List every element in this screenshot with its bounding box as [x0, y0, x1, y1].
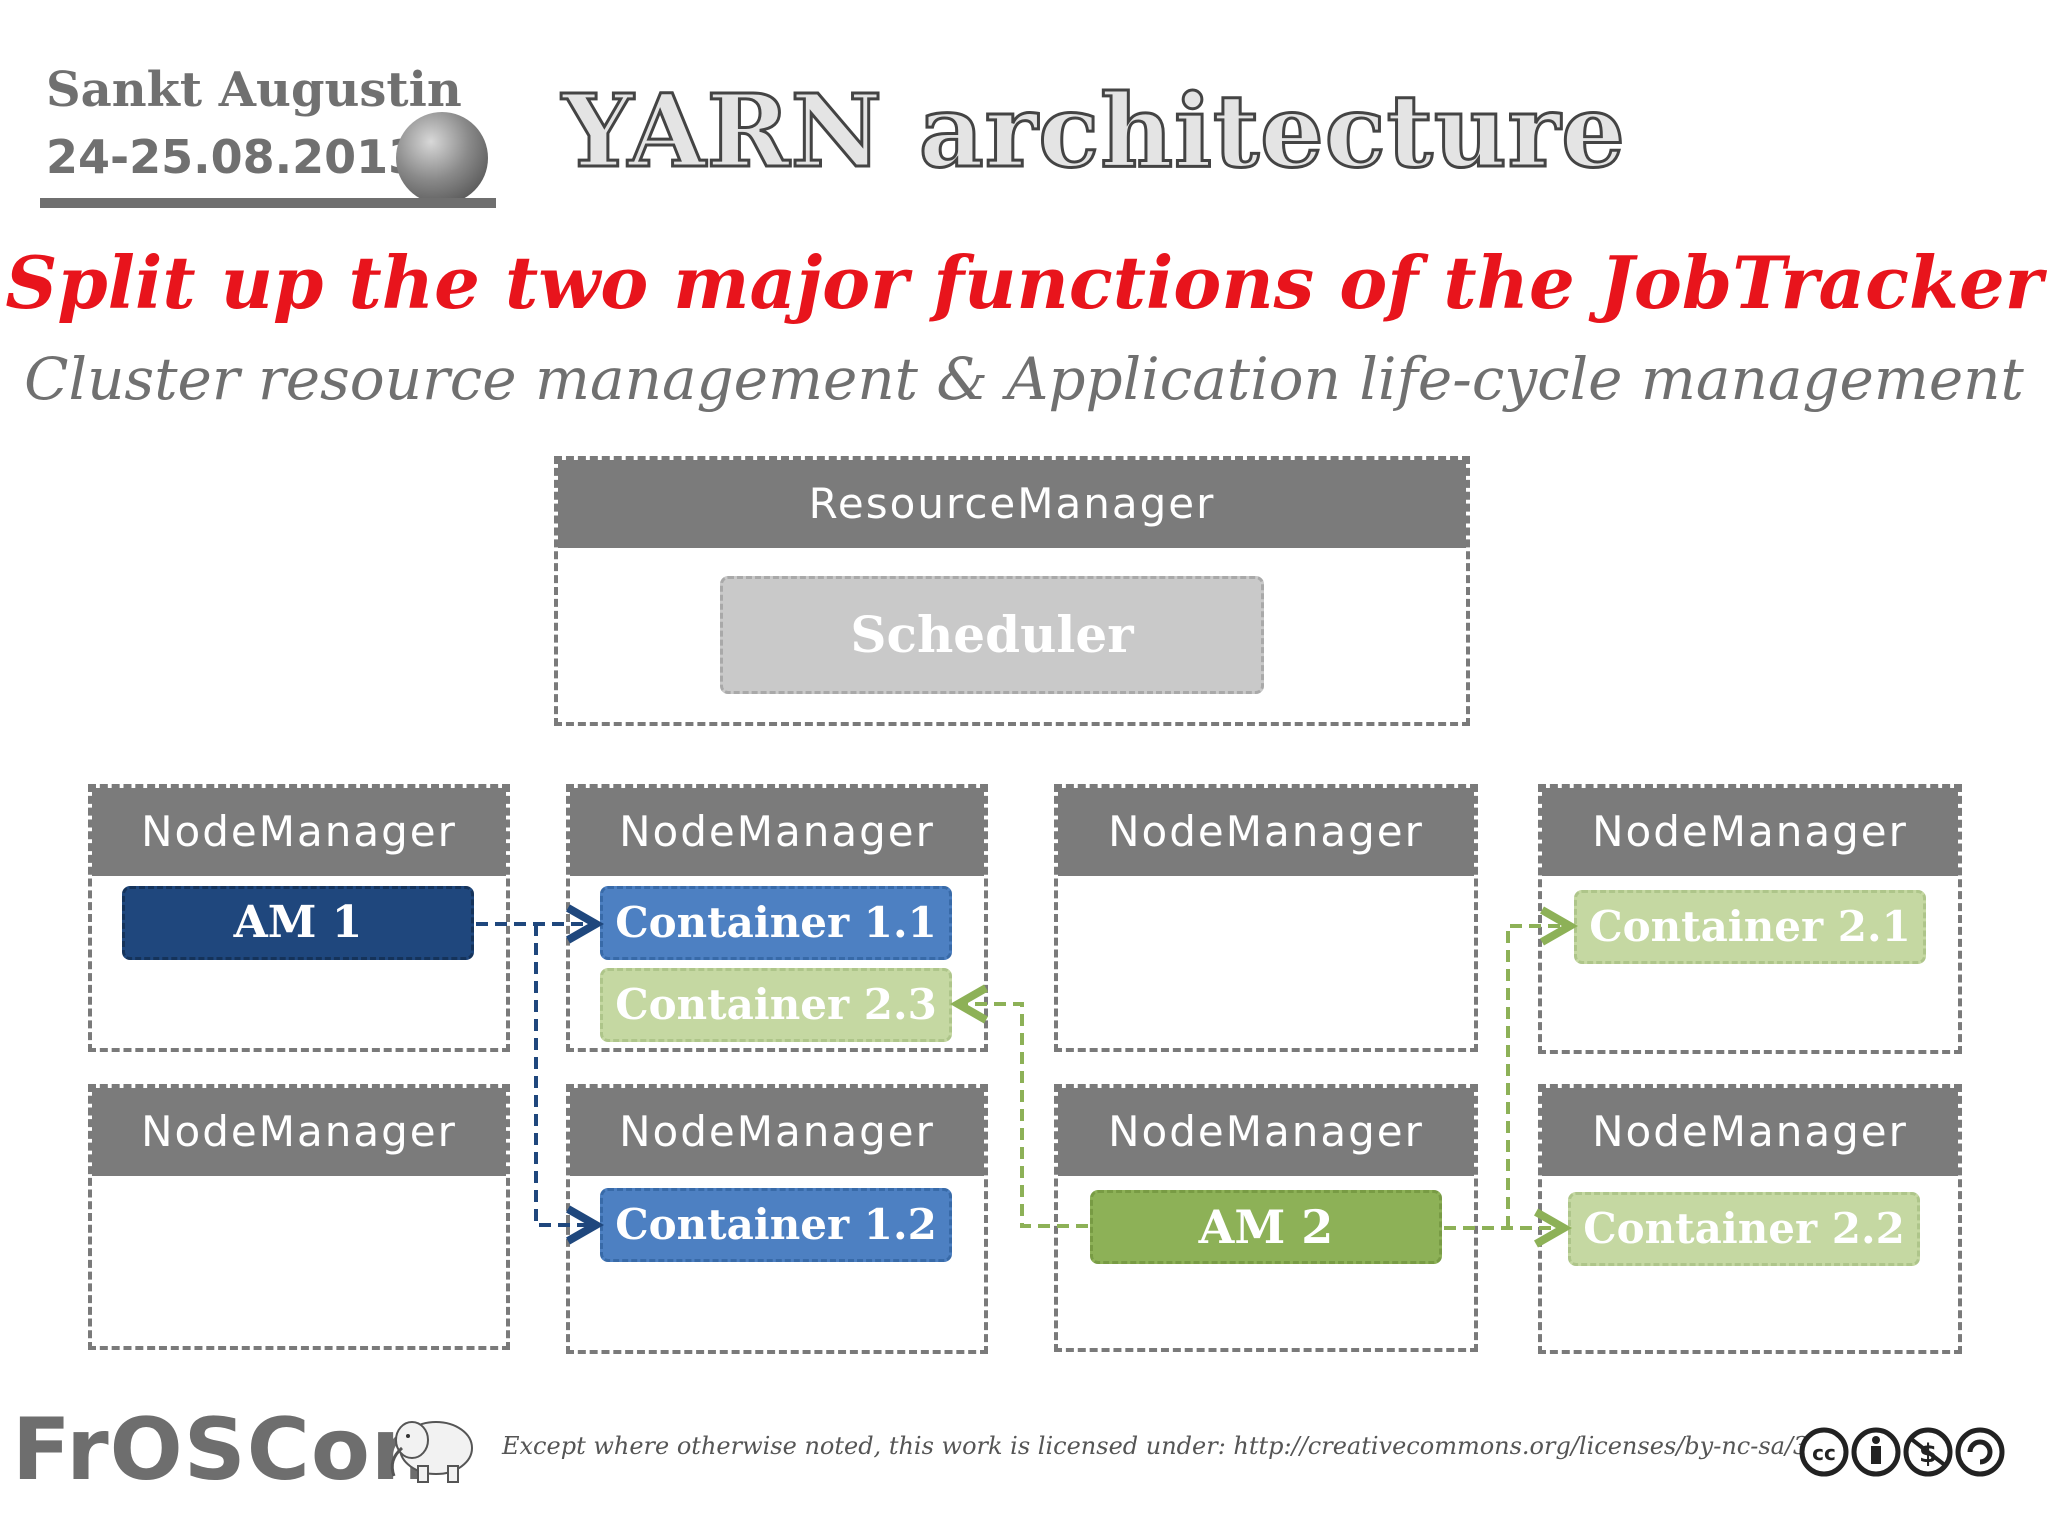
container-1-2: Container 1.2 — [600, 1188, 952, 1262]
node-manager-label: NodeManager — [570, 1088, 984, 1176]
application-master-1: AM 1 — [122, 886, 474, 960]
node-manager-label: NodeManager — [570, 788, 984, 876]
event-date: 24-25.08.2013 — [46, 130, 421, 184]
subtitle-functions: Cluster resource management & Applicatio… — [24, 345, 2024, 413]
creative-commons-icons: cc $ — [1799, 1427, 2005, 1477]
globe-frog-icon — [396, 112, 488, 204]
node-manager-label: NodeManager — [92, 1088, 506, 1176]
cc-icon: cc — [1799, 1427, 1849, 1477]
subtitle: Split up the two major functions of the … — [5, 240, 2043, 325]
node-manager-box: NodeManager — [88, 1084, 510, 1350]
container-2-2: Container 2.2 — [1568, 1192, 1920, 1266]
header-divider — [40, 198, 496, 208]
node-manager-box: NodeManager — [1054, 784, 1478, 1052]
application-master-2: AM 2 — [1090, 1190, 1442, 1264]
nc-icon: $ — [1903, 1427, 1953, 1477]
node-manager-label: NodeManager — [1542, 1088, 1958, 1176]
page-title: YARN architecture — [561, 71, 1627, 192]
scheduler-box: Scheduler — [720, 576, 1264, 694]
froscon-logo: FrOSCon — [12, 1400, 434, 1500]
hadoop-elephant-icon — [390, 1421, 473, 1483]
event-place: Sankt Augustin — [46, 62, 462, 118]
arrow-am2-container-2-1 — [1506, 926, 1570, 1228]
license-text: Except where otherwise noted, this work … — [502, 1432, 1840, 1460]
svg-text:cc: cc — [1812, 1441, 1836, 1465]
container-2-3: Container 2.3 — [600, 968, 952, 1042]
arrow-am1-container-1-2 — [534, 924, 596, 1225]
node-manager-box: NodeManager — [1538, 784, 1962, 1054]
node-manager-label: NodeManager — [1058, 1088, 1474, 1176]
sa-icon — [1955, 1427, 2005, 1477]
node-manager-label: NodeManager — [92, 788, 506, 876]
by-icon — [1851, 1427, 1901, 1477]
container-1-1: Container 1.1 — [600, 886, 952, 960]
node-manager-label: NodeManager — [1542, 788, 1958, 876]
resource-manager-label: ResourceManager — [558, 460, 1466, 548]
node-manager-label: NodeManager — [1058, 788, 1474, 876]
arrow-am2-container-2-3 — [958, 1004, 1088, 1228]
container-2-1: Container 2.1 — [1574, 890, 1926, 964]
